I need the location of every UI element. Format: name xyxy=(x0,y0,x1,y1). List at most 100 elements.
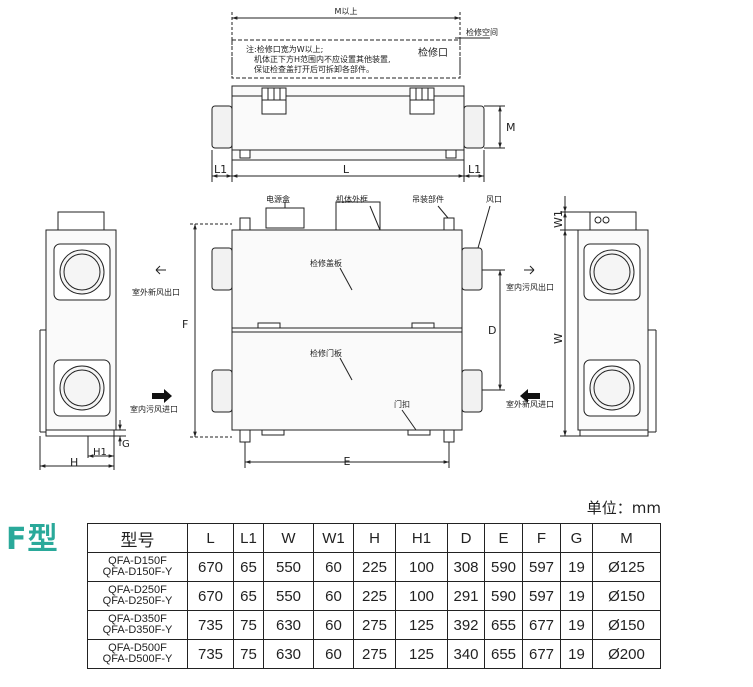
col-header-d: D xyxy=(447,523,485,553)
cell-h1: 125 xyxy=(395,610,448,640)
unit-label: 单位：mm xyxy=(586,499,661,517)
dim-h1: H1 xyxy=(93,447,107,458)
airflow-arrows-right xyxy=(520,265,540,403)
electric-box-label: 电源盒 xyxy=(266,194,290,204)
model-name: QFA-D150F xyxy=(108,555,167,567)
dim-e: E xyxy=(344,455,351,468)
col-header-f: F xyxy=(522,523,561,553)
col-header-l: L xyxy=(187,523,234,553)
dim-l1-right: L1 xyxy=(468,163,481,176)
model-name-y: QFA-D250F-Y xyxy=(102,595,173,607)
cell-w1: 60 xyxy=(313,581,354,611)
cell-l1: 75 xyxy=(233,639,264,669)
casing-label: 机体外框 xyxy=(336,194,368,204)
model-name-y: QFA-D350F-Y xyxy=(102,624,173,636)
cell-l: 735 xyxy=(187,610,234,640)
dim-g: G xyxy=(122,439,130,450)
col-header-e: E xyxy=(484,523,523,553)
cell-d: 340 xyxy=(447,639,485,669)
col-header-w: W xyxy=(263,523,314,553)
cell-h: 225 xyxy=(353,581,396,611)
cell-h1: 100 xyxy=(395,552,448,582)
note-line-3: 保证检查盖打开后可拆卸各部件。 xyxy=(254,64,374,74)
hanger-label: 吊装部件 xyxy=(412,194,444,204)
cell-m: Ø200 xyxy=(592,639,661,669)
top-view xyxy=(211,12,505,182)
door-panel-label: 检修门板 xyxy=(310,348,342,358)
cell-l: 735 xyxy=(187,639,234,669)
cell-g: 19 xyxy=(560,552,593,582)
cell-w: 630 xyxy=(263,610,314,640)
col-header-g: G xyxy=(560,523,593,553)
m-above-label: M以上 xyxy=(335,7,358,16)
dim-w1: W1 xyxy=(552,210,565,228)
cell-h: 225 xyxy=(353,552,396,582)
cell-d: 291 xyxy=(447,581,485,611)
cell-w: 550 xyxy=(263,581,314,611)
cell-l1: 65 xyxy=(233,552,264,582)
model-series-title: F型 xyxy=(6,522,59,557)
col-header-w1: W1 xyxy=(313,523,354,553)
cell-g: 19 xyxy=(560,610,593,640)
cell-l1: 65 xyxy=(233,581,264,611)
cover-panel-label: 检修盖板 xyxy=(310,258,342,268)
dim-l1-left: L1 xyxy=(214,163,227,176)
cell-l1: 75 xyxy=(233,610,264,640)
col-header-model: 型号 xyxy=(87,523,188,553)
cell-w1: 60 xyxy=(313,639,354,669)
cell-w1: 60 xyxy=(313,610,354,640)
col-header-h1: H1 xyxy=(395,523,448,553)
cell-g: 19 xyxy=(560,581,593,611)
dim-l-top: L xyxy=(343,163,350,176)
col-header-h: H xyxy=(353,523,396,553)
front-view xyxy=(190,201,505,468)
model-name: QFA-D500F xyxy=(108,642,167,654)
cell-e: 590 xyxy=(484,552,523,582)
dim-w: W xyxy=(552,333,565,344)
dim-d: D xyxy=(488,324,496,337)
cell-w: 630 xyxy=(263,639,314,669)
model-name-y: QFA-D150F-Y xyxy=(102,566,173,578)
latch-label: 门扣 xyxy=(394,399,410,409)
cell-h1: 125 xyxy=(395,639,448,669)
cell-m: Ø125 xyxy=(592,552,661,582)
cell-h1: 100 xyxy=(395,581,448,611)
note-line-2: 机体正下方H范围内不应设置其他装置, xyxy=(254,54,391,64)
cell-e: 590 xyxy=(484,581,523,611)
cell-f: 597 xyxy=(522,581,561,611)
note-line-1: 注:检修口宽为W以上; xyxy=(246,44,323,54)
duct-label: 风口 xyxy=(486,195,502,204)
cell-l: 670 xyxy=(187,581,234,611)
col-header-l1: L1 xyxy=(233,523,264,553)
cell-d: 308 xyxy=(447,552,485,582)
dim-f: F xyxy=(182,318,188,331)
airflow-arrows-left xyxy=(152,265,172,403)
cell-f: 677 xyxy=(522,639,561,669)
dim-h: H xyxy=(70,456,78,469)
cell-g: 19 xyxy=(560,639,593,669)
col-header-m: M xyxy=(592,523,661,553)
model-name: QFA-D350F xyxy=(108,613,167,625)
dimension-drawing: M以上 检修空间 注:检修口宽为W以上; 机体正下方H范围内不应设置其他装置, … xyxy=(39,7,657,470)
service-space-label: 检修空间 xyxy=(466,27,498,37)
cell-e: 655 xyxy=(484,610,523,640)
cell-m: Ø150 xyxy=(592,581,661,611)
model-name: QFA-D250F xyxy=(108,584,167,596)
right-side-view xyxy=(560,196,657,437)
cell-e: 655 xyxy=(484,639,523,669)
cell-m: Ø150 xyxy=(592,610,661,640)
outdoor-fresh-out-label: 室外新风出口 xyxy=(132,287,180,297)
cell-d: 392 xyxy=(447,610,485,640)
left-side-view xyxy=(39,211,126,470)
cell-f: 677 xyxy=(522,610,561,640)
model-name-y: QFA-D500F-Y xyxy=(102,653,173,665)
cell-h: 275 xyxy=(353,639,396,669)
cell-f: 597 xyxy=(522,552,561,582)
